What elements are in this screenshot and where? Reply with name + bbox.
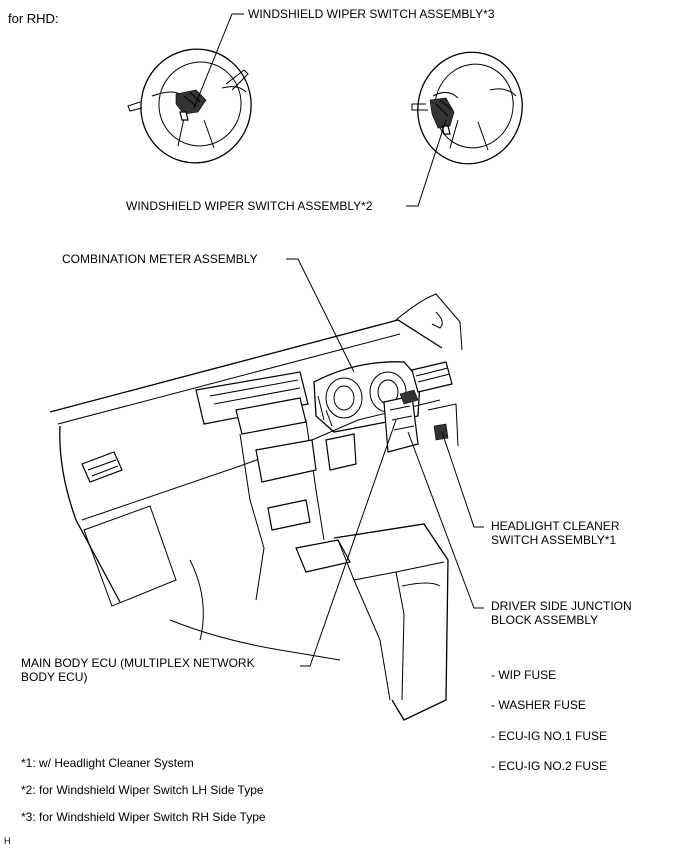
leader-headlight-cleaner — [441, 431, 484, 528]
fuse-item: - ECU-IG NO.2 FUSE — [491, 759, 608, 773]
leader-junction-block — [407, 431, 484, 609]
steering-wheel-right — [411, 51, 523, 165]
leader-combination-meter — [286, 258, 355, 373]
footnote: *3: for Windshield Wiper Switch RH Side … — [21, 810, 266, 824]
callout-main-body-ecu-line2: BODY ECU) — [21, 670, 88, 684]
callout-headlight-cleaner-line2: SWITCH ASSEMBLY*1 — [491, 533, 617, 547]
callout-junction-block-line1: DRIVER SIDE JUNCTION — [491, 599, 632, 613]
callout-junction-block-line2: BLOCK ASSEMBLY — [491, 613, 599, 627]
wiper-switch-left — [175, 89, 207, 121]
callout-wiper-switch-2: WINDSHIELD WIPER SWITCH ASSEMBLY*2 — [126, 199, 373, 213]
callout-wiper-switch-3: WINDSHIELD WIPER SWITCH ASSEMBLY*3 — [248, 7, 495, 21]
leader-lines — [193, 13, 484, 667]
leader-main-body-ecu — [300, 419, 397, 667]
leader-wiper-switch-2 — [406, 119, 447, 207]
callout-headlight-cleaner-line1: HEADLIGHT CLEANER — [491, 519, 620, 533]
footnote: *1: w/ Headlight Cleaner System — [21, 756, 194, 770]
instrument-panel — [49, 293, 463, 721]
figure-code: H — [4, 836, 11, 846]
leader-wiper-switch-3 — [193, 13, 244, 109]
callout-main-body-ecu-line1: MAIN BODY ECU (MULTIPLEX NETWORK — [21, 656, 255, 670]
junction-block — [383, 389, 419, 453]
steering-wheel-left — [127, 48, 252, 164]
footnote: *2: for Windshield Wiper Switch LH Side … — [21, 783, 264, 797]
headlight-cleaner-switch — [433, 423, 449, 441]
variant-label: for RHD: — [8, 11, 59, 26]
callout-combination-meter: COMBINATION METER ASSEMBLY — [62, 252, 258, 266]
fuse-item: - WASHER FUSE — [491, 698, 586, 712]
wiper-switch-right — [429, 97, 455, 135]
fuse-item: - WIP FUSE — [491, 668, 557, 682]
fuse-item: - ECU-IG NO.1 FUSE — [491, 729, 608, 743]
